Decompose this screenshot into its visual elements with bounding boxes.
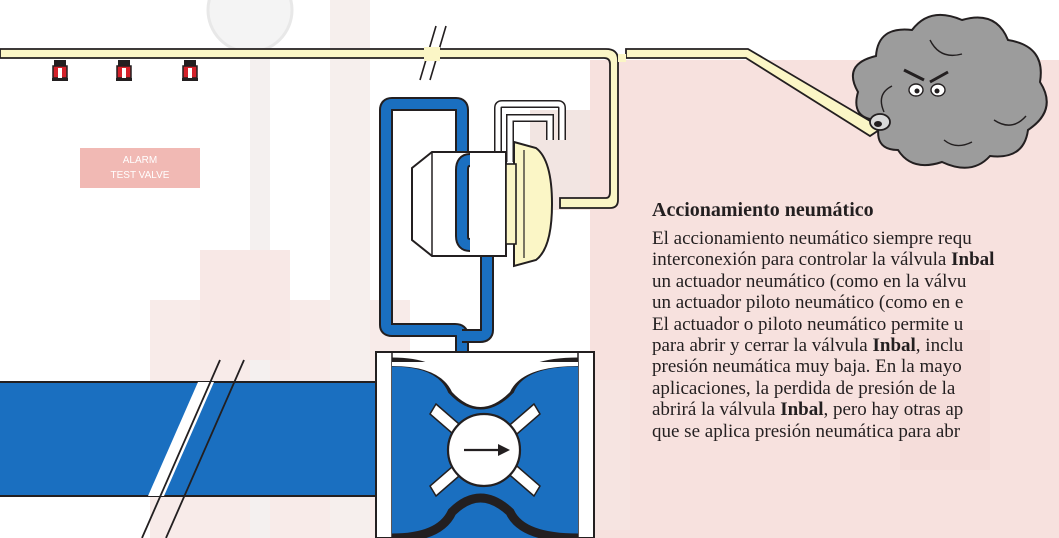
description-line: presión neumática muy baja. En la mayo	[652, 356, 1059, 377]
description-line: El actuador o piloto neumático permite u	[652, 314, 1059, 335]
text-run: presión neumática muy baja. En la mayo	[652, 356, 962, 378]
text-run: El accionamiento neumático siempre requ	[652, 228, 972, 249]
pipe-break-main-1	[141, 359, 221, 538]
pipe-break-main-2	[165, 359, 245, 538]
control-tubing	[494, 100, 566, 162]
text-run: abrirá la válvula	[652, 399, 781, 421]
bold-term: Inbal	[872, 335, 916, 357]
sign-line-1: ALARM	[123, 155, 157, 166]
text-run: un actuador neumático (como en la válvu	[652, 270, 967, 292]
text-run: para abrir y cerrar la válvula	[652, 335, 873, 357]
text-run: interconexión para controlar la válvula	[652, 249, 952, 271]
text-run: aplicaciones, la perdida de presión de l…	[652, 377, 956, 399]
alarm-test-valve-sign: ALARM TEST VALVE	[80, 148, 200, 188]
description-line: abrirá la válvula Inbal, pero hay otras …	[652, 399, 1059, 420]
description-line: para abrir y cerrar la válvula Inbal, in…	[652, 335, 1059, 356]
bold-term: Inbal	[951, 249, 995, 271]
description-panel: Accionamiento neumático El accionamiento…	[652, 198, 1059, 538]
text-run: El actuador o piloto neumático permite u	[652, 313, 964, 335]
text-run: un actuador piloto neumático (como en e	[652, 292, 964, 314]
description-line: aplicaciones, la perdida de presión de l…	[652, 378, 1059, 399]
section-heading: Accionamiento neumático	[652, 199, 874, 221]
description-line: un actuador neumático (como en la válvu	[652, 271, 1059, 292]
description-line: que se aplica presión neumática para abr	[652, 421, 1059, 442]
description-line: El accionamiento neumático siempre requ	[652, 228, 1059, 249]
description-line: interconexión para controlar la válvula …	[652, 249, 1059, 270]
sign-line-2: TEST VALVE	[111, 170, 170, 181]
bold-term: Inbal	[780, 399, 824, 421]
text-run: , inclu	[915, 335, 964, 357]
inbal-valve	[375, 351, 595, 538]
arrow-right-icon	[464, 444, 510, 456]
main-water-pipe	[0, 359, 376, 538]
description-line: un actuador piloto neumático (como en e	[652, 292, 1059, 313]
sprinkler-air-line	[0, 25, 884, 209]
text-run: que se aplica presión neumática para abr	[652, 420, 961, 442]
pneumatic-actuator	[411, 140, 554, 268]
angry-cloud-icon	[852, 13, 1048, 169]
text-run: , pero hay otras ap	[823, 399, 964, 421]
sprinkler-head-icon	[52, 60, 198, 81]
